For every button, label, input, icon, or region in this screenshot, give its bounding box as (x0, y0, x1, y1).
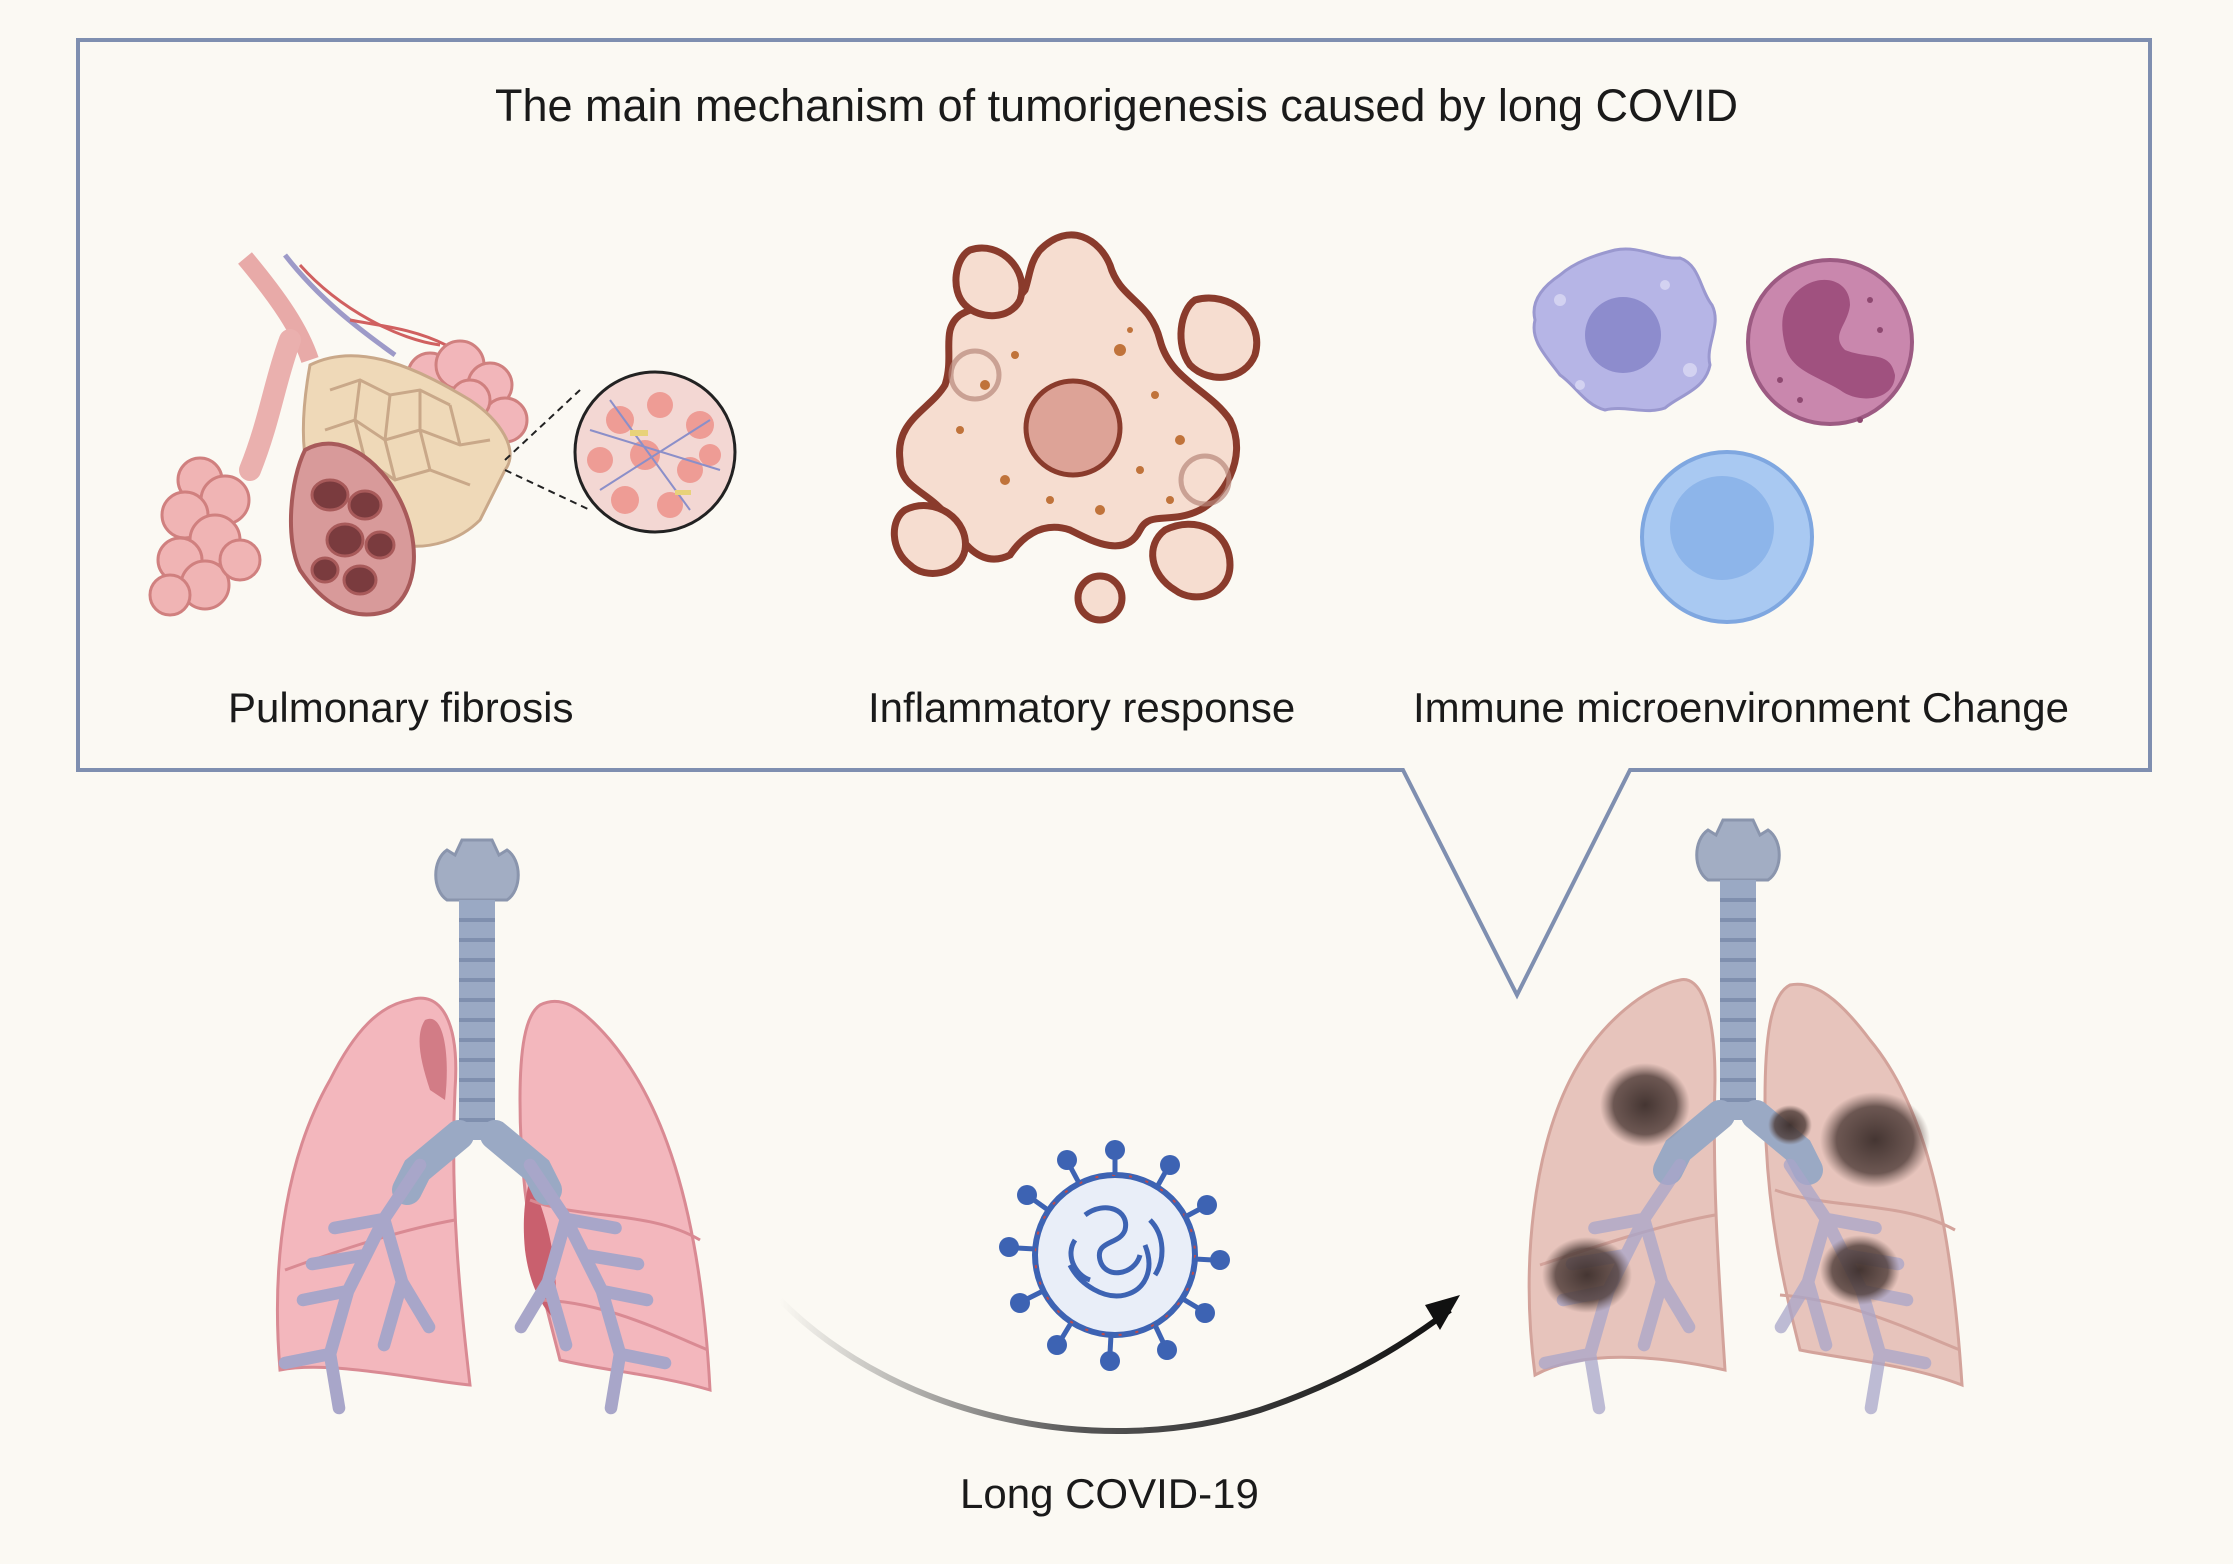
inflammatory-cell-icon (890, 231, 1261, 624)
progression-arrow (777, 1295, 1460, 1435)
fibrotic-alveoli-icon (148, 252, 737, 617)
diagram-title: The main mechanism of tumorigenesis caus… (494, 80, 1739, 131)
label-inflammatory-response: Inflammatory response (868, 684, 1296, 731)
label-long-covid: Long COVID-19 (960, 1470, 1259, 1517)
label-pulmonary-fibrosis: Pulmonary fibrosis (228, 684, 574, 731)
tumor-lungs-icon (1527, 820, 1964, 1408)
immune-cells-icon (1532, 247, 1914, 624)
coronavirus-icon (999, 1140, 1230, 1371)
healthy-lungs-icon (275, 840, 712, 1408)
label-immune-microenvironment: Immune microenvironment Change (1413, 684, 2069, 731)
